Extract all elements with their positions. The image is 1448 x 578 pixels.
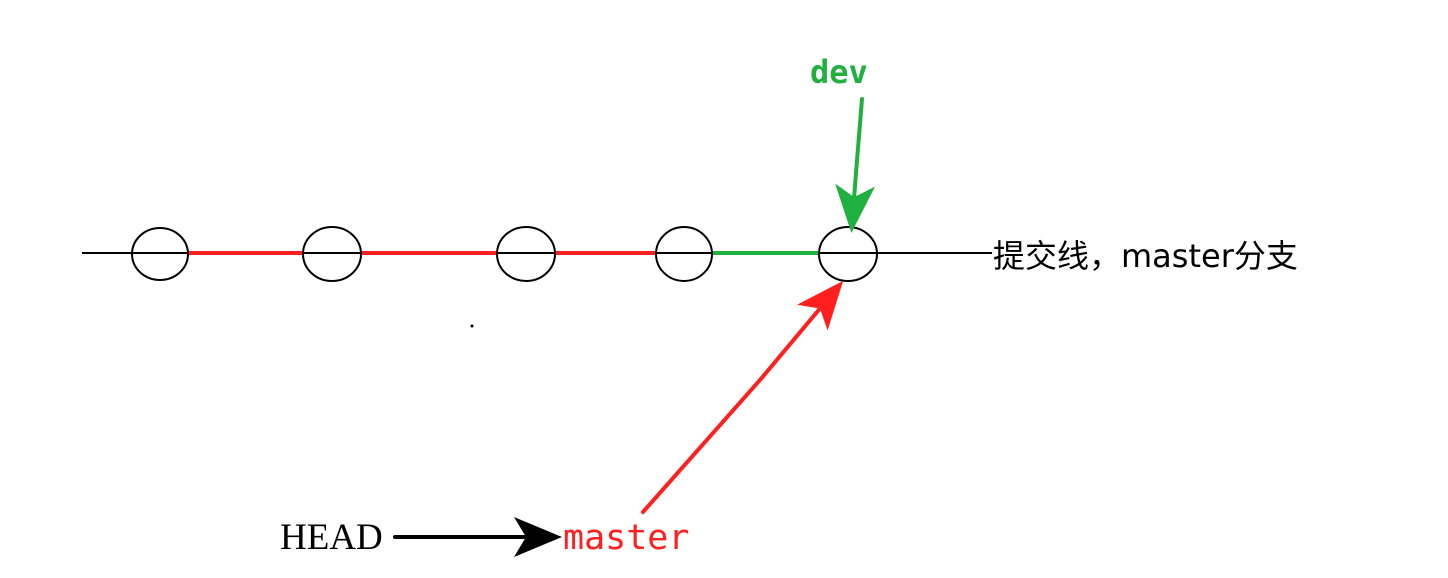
commit-node	[655, 226, 713, 282]
commit-node	[496, 226, 556, 282]
dev-arrow	[835, 97, 876, 233]
master-label: master	[563, 518, 689, 558]
commit-line-label: 提交线，master分支	[993, 237, 1298, 275]
master-arrow	[641, 280, 844, 514]
dev-label: dev	[810, 53, 868, 91]
commit-node	[131, 227, 189, 281]
head-label: HEAD	[280, 517, 383, 558]
commit-node	[302, 226, 362, 282]
stray-dot	[470, 324, 474, 328]
